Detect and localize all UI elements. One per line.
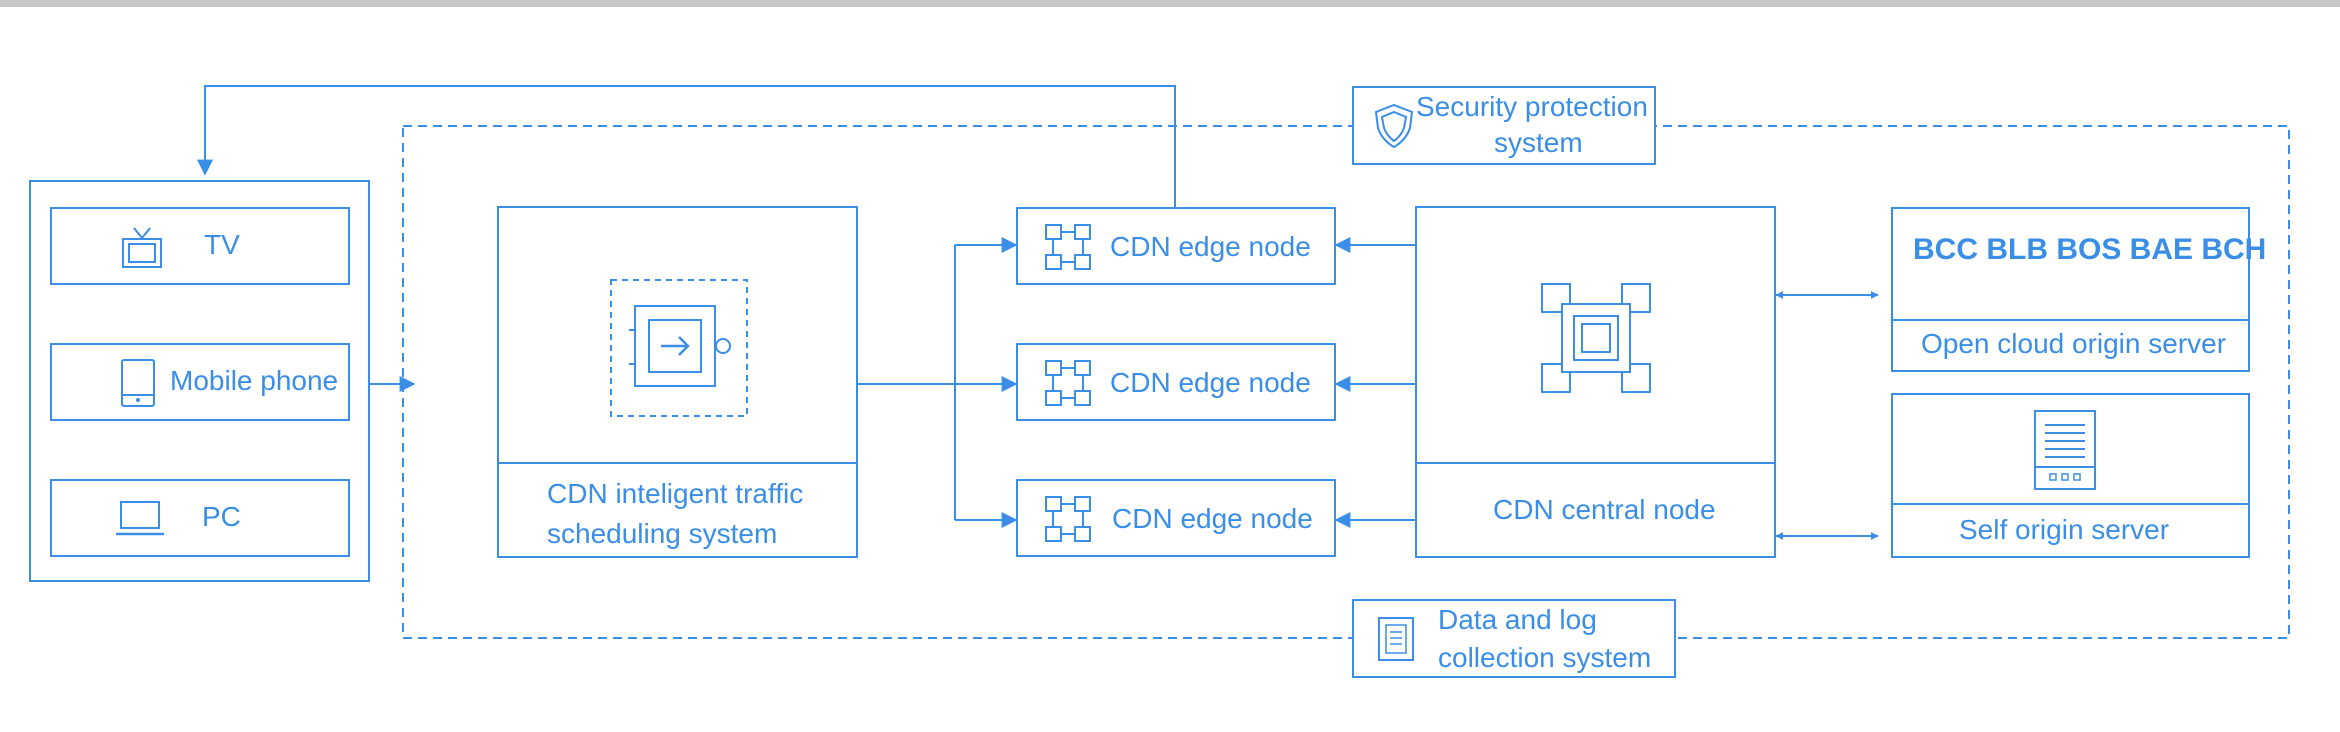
security-protection-box: Security protection system — [1352, 86, 1656, 165]
device-pc: PC — [50, 479, 350, 557]
open-cloud-origin-label: Open cloud origin server — [1921, 328, 2227, 359]
central-node-label: CDN central node — [1493, 494, 1716, 525]
pc-label: PC — [202, 501, 241, 532]
data-log-label-line2: collection system — [1438, 642, 1652, 673]
self-origin-box: Self origin server — [1891, 393, 2250, 558]
tv-label: TV — [204, 229, 240, 260]
mobile-phone-label: Mobile phone — [170, 365, 339, 396]
scheduling-system-box: CDN inteligent traffic scheduling system — [497, 206, 858, 558]
central-node-box: CDN central node — [1415, 206, 1776, 558]
network-nodes-icon — [1045, 224, 1091, 270]
cloud-products-label: BCC BLB BOS BAE BCH — [1913, 233, 2267, 266]
security-label-line1: Security protection — [1416, 91, 1648, 122]
window-top-bar — [0, 0, 2340, 7]
document-icon — [1378, 617, 1414, 661]
traffic-scheduling-icon — [610, 279, 748, 417]
security-label-line2: system — [1494, 127, 1583, 158]
central-node-icon — [1541, 283, 1651, 393]
device-tv: TV — [50, 207, 350, 285]
tv-icon — [122, 227, 162, 268]
edge-node-2-label: CDN edge node — [1110, 367, 1311, 398]
edge-node-3-label: CDN edge node — [1112, 503, 1313, 534]
return-line — [197, 85, 1176, 207]
mobile-phone-icon — [121, 359, 155, 407]
central-divider — [1417, 462, 1774, 464]
shield-icon — [1374, 103, 1414, 149]
network-nodes-icon — [1045, 496, 1091, 542]
open-cloud-origin-box: BCC BLB BOS BAE BCH Open cloud origin se… — [1891, 207, 2266, 372]
laptop-icon — [116, 501, 164, 536]
open-cloud-divider — [1893, 319, 2248, 321]
self-origin-divider — [1893, 503, 2248, 505]
edge-node-1: CDN edge node — [1016, 207, 1336, 285]
scheduling-divider — [499, 462, 856, 464]
network-nodes-icon — [1045, 360, 1091, 406]
edge-node-1-label: CDN edge node — [1110, 231, 1311, 262]
edge-node-2: CDN edge node — [1016, 343, 1336, 421]
data-log-label-line1: Data and log — [1438, 604, 1597, 635]
data-log-collection-box: Data and log collection system — [1352, 599, 1676, 678]
server-icon — [2034, 410, 2096, 490]
scheduling-label-line2: scheduling system — [547, 518, 778, 549]
device-mobile-phone: Mobile phone — [50, 343, 350, 421]
self-origin-label: Self origin server — [1959, 514, 2170, 545]
scheduling-label-line1: CDN inteligent traffic — [547, 478, 804, 509]
edge-node-3: CDN edge node — [1016, 479, 1336, 557]
